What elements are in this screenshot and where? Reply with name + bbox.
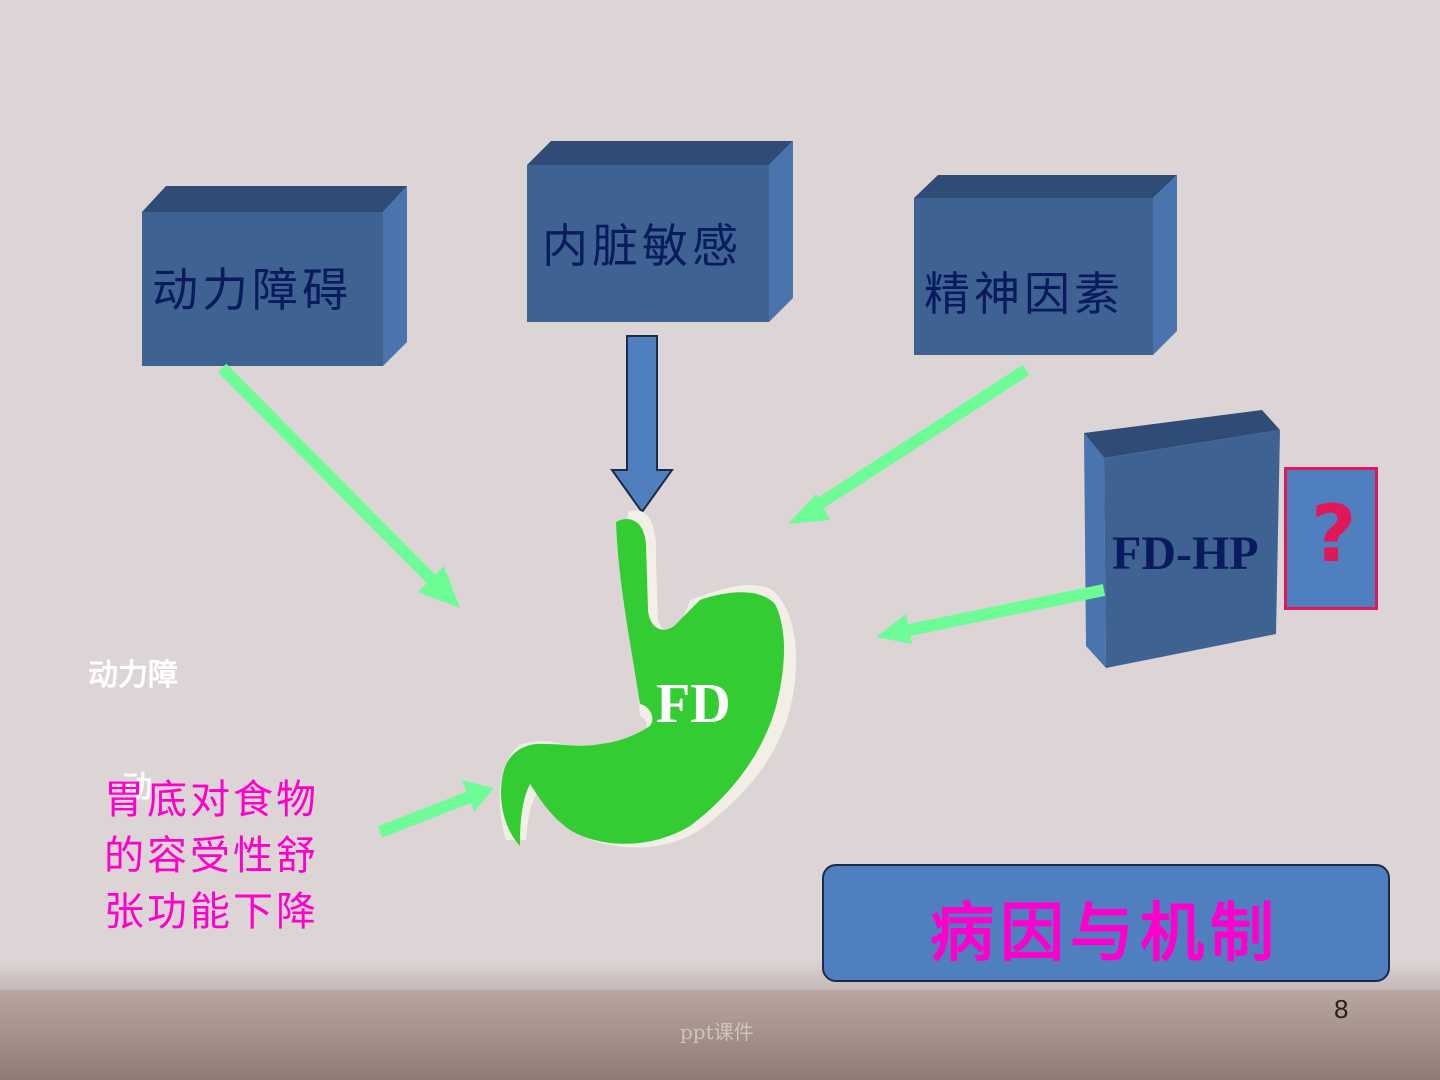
footer-text: ppt课件 [680,1020,754,1044]
box-fdhp [1084,410,1280,668]
box-mental [914,175,1177,355]
slide-title: 病因与机制 [930,896,1280,971]
question-mark-icon: ? [1311,490,1357,580]
box-mental-label: 精神因素 [924,267,1124,321]
title-box: 病因与机制 [822,864,1390,982]
side-note-line2: 动 [122,770,152,805]
box-fdhp-label: FD-HP [1112,527,1259,580]
box-motility-label: 动力障碍 [152,263,352,317]
fundus-text-line2: 的容受性舒 [104,833,319,879]
arrow-visceral-down [610,335,674,514]
stomach-label: FD [656,673,731,735]
stomach-shape [499,510,797,848]
question-box: ? [1284,467,1378,610]
fundus-text-line3: 张功能下降 [104,889,319,935]
fundus-text: 胃底对食物 的容受性舒 张功能下降 [104,772,319,940]
box-visceral-label: 内脏敏感 [542,219,742,273]
arrow-fdhp [876,584,1106,644]
side-note-line1: 动力障 [88,658,178,693]
arrow-fundus [377,780,494,838]
arrow-motility [217,363,460,608]
fundus-text-line1: 胃底对食物 [104,777,319,823]
page-number: 8 [1334,994,1349,1024]
box-motility [142,186,407,366]
box-visceral [527,141,793,322]
ground-strip [0,990,1440,1080]
arrow-mental [788,364,1030,524]
